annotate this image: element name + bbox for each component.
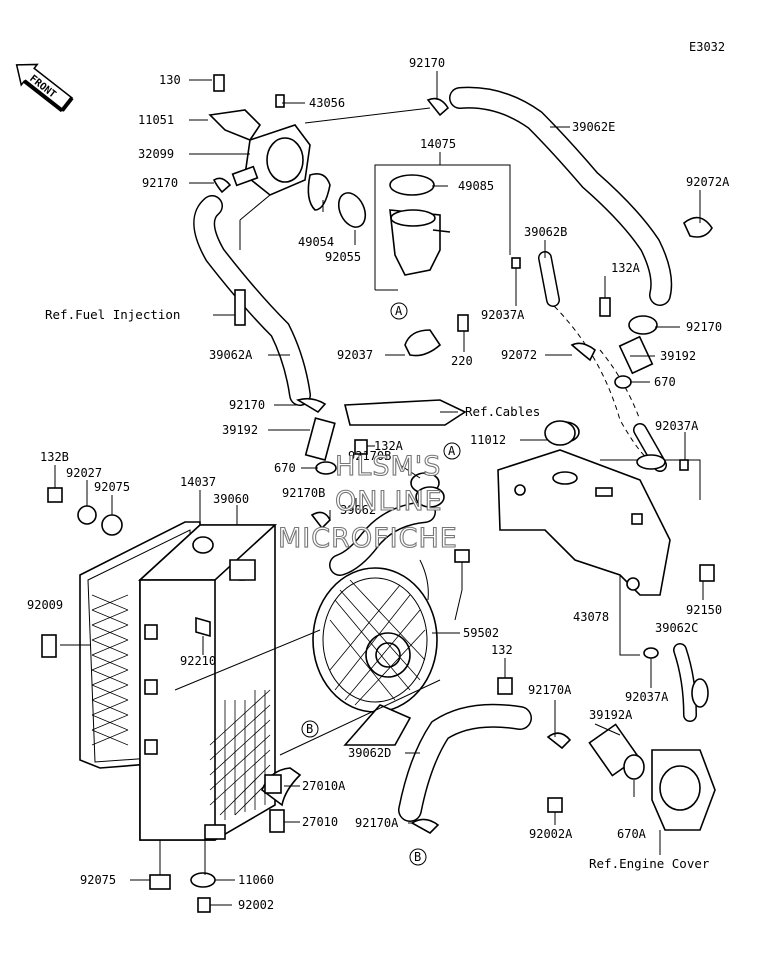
svg-text:MICROFICHE: MICROFICHE bbox=[278, 523, 458, 554]
part-label: 92170B bbox=[348, 449, 391, 463]
part-label: 92002A bbox=[529, 827, 573, 841]
part-label: 39062C bbox=[655, 621, 698, 635]
callout-a-mid: A bbox=[443, 442, 461, 460]
part-label: 130 bbox=[159, 73, 181, 87]
part-label: 92037A bbox=[655, 419, 699, 433]
part-label: 49054 bbox=[298, 235, 334, 249]
part-label: 92072A bbox=[686, 175, 730, 189]
part-label: 92170A bbox=[355, 816, 399, 830]
part-label: 92170 bbox=[686, 320, 722, 334]
part-label: 92150 bbox=[686, 603, 722, 617]
cooling-fan bbox=[312, 549, 470, 746]
part-label: 39192 bbox=[222, 423, 258, 437]
part-label: 132B bbox=[40, 450, 69, 464]
part-label: 14075 bbox=[420, 137, 456, 151]
part-label: 92210 bbox=[180, 654, 216, 668]
ref-fuel-injection: Ref.Fuel Injection bbox=[45, 307, 180, 322]
callout-b-bottom: B bbox=[409, 848, 427, 866]
part-labels: 130 11051 32099 92170 43056 92170 39062E… bbox=[27, 56, 730, 912]
part-label: 39062B bbox=[524, 225, 567, 239]
part-label: 14037 bbox=[180, 475, 216, 489]
leader-lines bbox=[54, 71, 704, 906]
part-label: 220 bbox=[451, 354, 473, 368]
part-label: 670 bbox=[274, 461, 296, 475]
callout-b-radiator: B bbox=[301, 720, 319, 738]
part-label: 92002 bbox=[238, 898, 274, 912]
diagram-code: E3032 bbox=[689, 40, 725, 54]
part-label: 39192A bbox=[589, 708, 633, 722]
part-label: 39062E bbox=[572, 120, 615, 134]
part-label: 92055 bbox=[325, 250, 361, 264]
part-label: 92170 bbox=[142, 176, 178, 190]
small-parts bbox=[41, 97, 716, 913]
ref-cables: Ref.Cables bbox=[465, 404, 540, 419]
part-label: 92037 bbox=[337, 348, 373, 362]
part-label: 11012 bbox=[470, 433, 506, 447]
part-label: 59502 bbox=[463, 626, 499, 640]
front-arrow-icon: FRONT bbox=[15, 63, 74, 113]
part-label: 132 bbox=[491, 643, 513, 657]
part-label: 92170A bbox=[528, 683, 572, 697]
part-label: 132A bbox=[611, 261, 641, 275]
thermostat-housing bbox=[208, 74, 451, 276]
svg-text:B: B bbox=[414, 850, 421, 864]
part-label: 27010 bbox=[302, 815, 338, 829]
part-label: 39062A bbox=[209, 348, 253, 362]
callout-a-top: A bbox=[390, 302, 408, 320]
part-label: 39062D bbox=[348, 746, 391, 760]
part-label: 32099 bbox=[138, 147, 174, 161]
ref-engine-cover: Ref.Engine Cover bbox=[589, 856, 710, 871]
part-label: 132A bbox=[374, 439, 404, 453]
part-label: 670 bbox=[654, 375, 676, 389]
svg-text:A: A bbox=[395, 304, 403, 318]
part-label: 11060 bbox=[238, 873, 274, 887]
part-label: 39060 bbox=[213, 492, 249, 506]
part-label: 43056 bbox=[309, 96, 345, 110]
svg-text:ONLINE: ONLINE bbox=[335, 486, 443, 517]
part-label: 92170 bbox=[409, 56, 445, 70]
part-label: 92037A bbox=[625, 690, 669, 704]
svg-text:HLSM'S: HLSM'S bbox=[335, 451, 441, 482]
part-label: 92009 bbox=[27, 598, 63, 612]
part-label: 27010A bbox=[302, 779, 346, 793]
part-label: 92037A bbox=[481, 308, 525, 322]
part-label: 39192 bbox=[660, 349, 696, 363]
part-label: 49085 bbox=[458, 179, 494, 193]
part-label: 92075 bbox=[80, 873, 116, 887]
part-label: 670A bbox=[617, 827, 647, 841]
part-label: 92170B bbox=[282, 486, 325, 500]
part-label: 43078 bbox=[573, 610, 609, 624]
part-label: 92170 bbox=[229, 398, 265, 412]
part-label: 92075 bbox=[94, 480, 130, 494]
hoses bbox=[193, 86, 697, 822]
part-label: 92027 bbox=[66, 466, 102, 480]
part-label: 11051 bbox=[138, 113, 174, 127]
svg-text:B: B bbox=[306, 722, 313, 736]
watermark: HLSM'S ONLINE MICROFICHE bbox=[277, 450, 458, 554]
part-label: 92072 bbox=[501, 348, 537, 362]
part-label: 39062 bbox=[340, 503, 376, 517]
svg-text:A: A bbox=[448, 444, 456, 458]
